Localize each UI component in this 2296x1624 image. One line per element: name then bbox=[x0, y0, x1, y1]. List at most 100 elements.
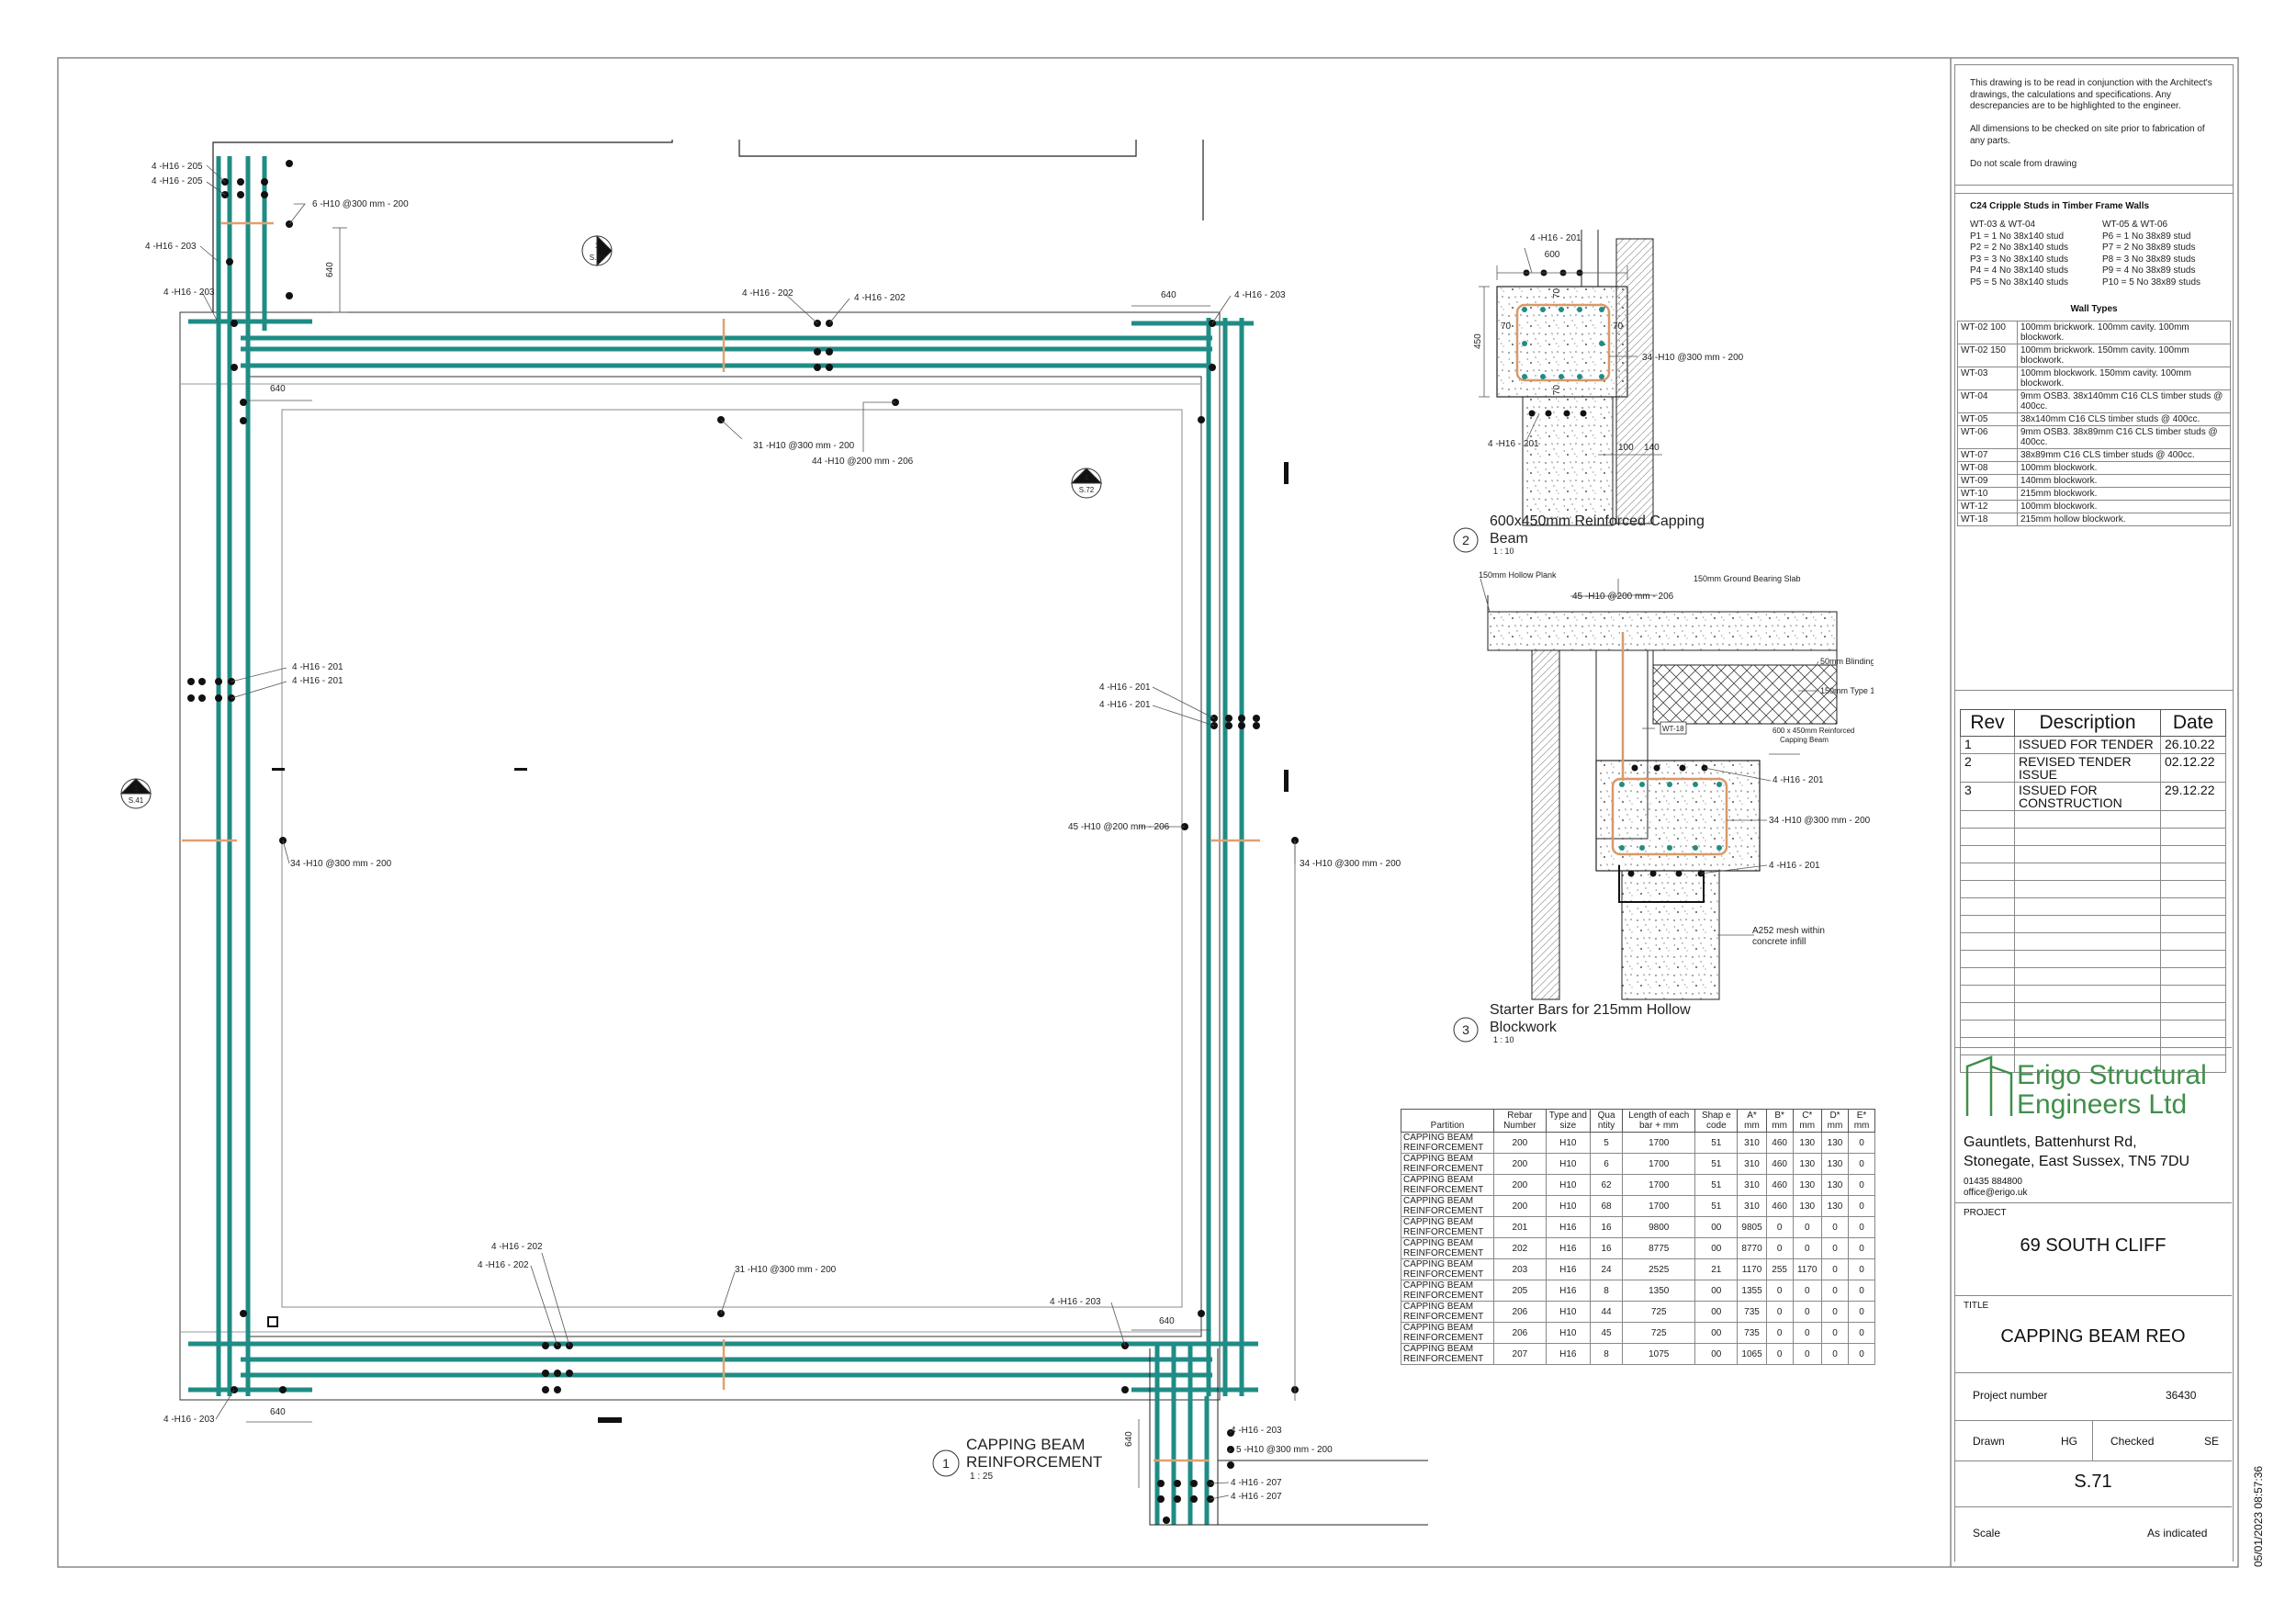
wall-type-description: 100mm blockwork. 150mm cavity. 100mm blo… bbox=[2017, 367, 2231, 390]
schedule-cell: 0 bbox=[1820, 1216, 1850, 1238]
schedule-cell: H10 bbox=[1545, 1301, 1591, 1323]
revision-rev bbox=[1960, 915, 2015, 933]
revision-desc bbox=[2014, 863, 2161, 881]
revision-date bbox=[2160, 915, 2226, 933]
revision-date bbox=[2160, 863, 2226, 881]
wall-type-code: WT-05 bbox=[1957, 412, 2018, 426]
revision-rev: 1 bbox=[1960, 736, 2015, 754]
revision-desc bbox=[2014, 828, 2161, 846]
section-label: Capping Beam bbox=[1780, 736, 1829, 744]
revision-date: 02.12.22 bbox=[2160, 753, 2226, 783]
schedule-cell: 0 bbox=[1765, 1216, 1794, 1238]
view-scale: 1 : 25 bbox=[970, 1472, 993, 1482]
schedule-cell: 00 bbox=[1694, 1280, 1739, 1302]
rebar-label: 4 -H16 - 205 bbox=[152, 176, 203, 186]
revision-date bbox=[2160, 880, 2226, 898]
wall-type-code: WT-10 bbox=[1957, 487, 2018, 501]
schedule-cell: 735 bbox=[1737, 1322, 1767, 1344]
schedule-cell: 206 bbox=[1493, 1322, 1547, 1344]
revision-rev bbox=[1960, 985, 2015, 1003]
section-marker-1-ref[interactable]: S.40 bbox=[590, 254, 605, 262]
revision-row bbox=[1960, 828, 2226, 846]
wall-type-description: 215mm hollow blockwork. bbox=[2017, 513, 2231, 526]
schedule-cell: 51 bbox=[1694, 1153, 1739, 1175]
schedule-cell: 310 bbox=[1737, 1195, 1767, 1217]
revision-row bbox=[1960, 863, 2226, 881]
section-marker-1[interactable]: 1 bbox=[595, 242, 600, 250]
dimension-label: 600 bbox=[1545, 250, 1560, 260]
title-block: This drawing is to be read in conjunctio… bbox=[1954, 64, 2234, 1562]
schedule-cell: 130 bbox=[1820, 1132, 1850, 1154]
revision-row bbox=[1960, 1020, 2226, 1038]
schedule-cell: 8 bbox=[1589, 1343, 1624, 1365]
wall-types-panel: C24 Cripple Studs in Timber Frame Walls … bbox=[1954, 193, 2234, 691]
dimension-label: 640 bbox=[1124, 1431, 1134, 1447]
schedule-cell: 202 bbox=[1493, 1237, 1547, 1259]
rebar-label: 4 -H16 - 202 bbox=[742, 288, 793, 299]
schedule-cell: 0 bbox=[1765, 1237, 1794, 1259]
company-panel: Erigo Structural Engineers Ltd Gauntlets… bbox=[1954, 1047, 2232, 1269]
schedule-cell: 130 bbox=[1792, 1174, 1822, 1196]
revision-rev bbox=[1960, 1002, 2015, 1021]
rebar-label: 34 -H10 @300 mm - 200 bbox=[1769, 816, 1871, 826]
section-label: 150mm Ground Bearing Slab bbox=[1694, 574, 1801, 583]
wall-type-description: 9mm OSB3. 38x140mm C16 CLS timber studs … bbox=[2017, 389, 2231, 413]
rev-header: Rev bbox=[1960, 709, 2015, 737]
revision-desc: ISSUED FOR TENDER bbox=[2014, 736, 2161, 754]
rebar-label: 4 -H16 - 201 bbox=[292, 676, 343, 686]
company-email[interactable]: office@erigo.uk bbox=[1964, 1188, 2028, 1198]
schedule-cell: 0 bbox=[1848, 1301, 1875, 1323]
schedule-cell: 21 bbox=[1694, 1258, 1739, 1280]
schedule-cell: H10 bbox=[1545, 1153, 1591, 1175]
revision-date bbox=[2160, 828, 2226, 846]
schedule-cell: CAPPING BEAM REINFORCEMENT bbox=[1401, 1153, 1494, 1175]
schedule-cell: 9800 bbox=[1622, 1216, 1696, 1238]
schedule-cell: 8775 bbox=[1622, 1237, 1696, 1259]
wall-type-description: 140mm blockwork. bbox=[2017, 474, 2231, 488]
revision-row bbox=[1960, 1037, 2226, 1055]
company-name: Erigo Structural Engineers Ltd bbox=[2017, 1061, 2207, 1120]
schedule-cell: 16 bbox=[1589, 1237, 1624, 1259]
view-title: CAPPING BEAM bbox=[966, 1436, 1085, 1453]
revision-date bbox=[2160, 985, 2226, 1003]
wall-type-description: 100mm brickwork. 100mm cavity. 100mm blo… bbox=[2017, 321, 2231, 344]
schedule-cell: 9805 bbox=[1737, 1216, 1767, 1238]
rebar-label: 4 -H16 - 203 bbox=[1050, 1297, 1101, 1307]
schedule-cell: 1700 bbox=[1622, 1174, 1696, 1196]
schedule-cell: 0 bbox=[1820, 1301, 1850, 1323]
schedule-cell: H16 bbox=[1545, 1258, 1591, 1280]
schedule-cell: 1355 bbox=[1737, 1280, 1767, 1302]
schedule-cell: H16 bbox=[1545, 1216, 1591, 1238]
view-title: Starter Bars for 215mm Hollow bbox=[1490, 1002, 1691, 1018]
revision-rev bbox=[1960, 880, 2015, 898]
section-marker-4-ref[interactable]: S.72 bbox=[1079, 486, 1095, 494]
section-marker-left[interactable]: 1 bbox=[134, 784, 139, 793]
schedule-header: D* mm bbox=[1820, 1109, 1850, 1133]
wall-type-description: 100mm blockwork. bbox=[2017, 500, 2231, 513]
view-number: 2 bbox=[1462, 533, 1469, 547]
revision-desc bbox=[2014, 967, 2161, 986]
revision-row bbox=[1960, 897, 2226, 916]
rebar-label: 4 -H16 - 203 bbox=[1234, 290, 1286, 300]
rebar-label: 4 -H16 - 203 bbox=[1231, 1426, 1282, 1436]
address-line2: Stonegate, East Sussex, TN5 7DU bbox=[1964, 1154, 2190, 1169]
schedule-cell: H16 bbox=[1545, 1237, 1591, 1259]
wall-type-code: WT-12 bbox=[1957, 500, 2018, 513]
section-marker-4[interactable]: 4 bbox=[1085, 474, 1089, 482]
revision-desc bbox=[2014, 880, 2161, 898]
schedule-cell: 51 bbox=[1694, 1132, 1739, 1154]
schedule-cell: 0 bbox=[1848, 1195, 1875, 1217]
wall-type-description: 38x89mm C16 CLS timber studs @ 400cc. bbox=[2017, 448, 2231, 462]
schedule-cell: 0 bbox=[1820, 1237, 1850, 1259]
schedule-cell: 0 bbox=[1765, 1280, 1794, 1302]
revision-desc bbox=[2014, 1020, 2161, 1038]
section-marker-left-ref[interactable]: S.41 bbox=[129, 796, 144, 805]
rebar-label: 4 -H16 - 201 bbox=[1769, 861, 1820, 871]
